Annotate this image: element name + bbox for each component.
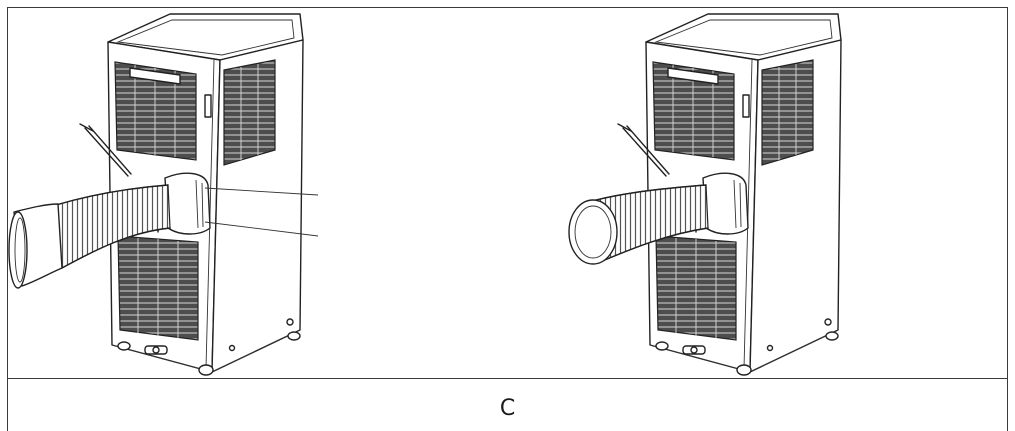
figure-caption: C <box>499 396 516 421</box>
window-adapter-nozzle <box>8 203 63 289</box>
exhaust-hose-right <box>568 184 709 265</box>
exhaust-hose-left <box>55 184 171 269</box>
figure-frame <box>7 7 1008 431</box>
left-unit-figure <box>8 13 319 376</box>
callout-lines <box>204 187 319 237</box>
caption-divider <box>7 378 1008 379</box>
round-hose-end <box>568 199 618 265</box>
right-unit-figure <box>568 13 842 376</box>
